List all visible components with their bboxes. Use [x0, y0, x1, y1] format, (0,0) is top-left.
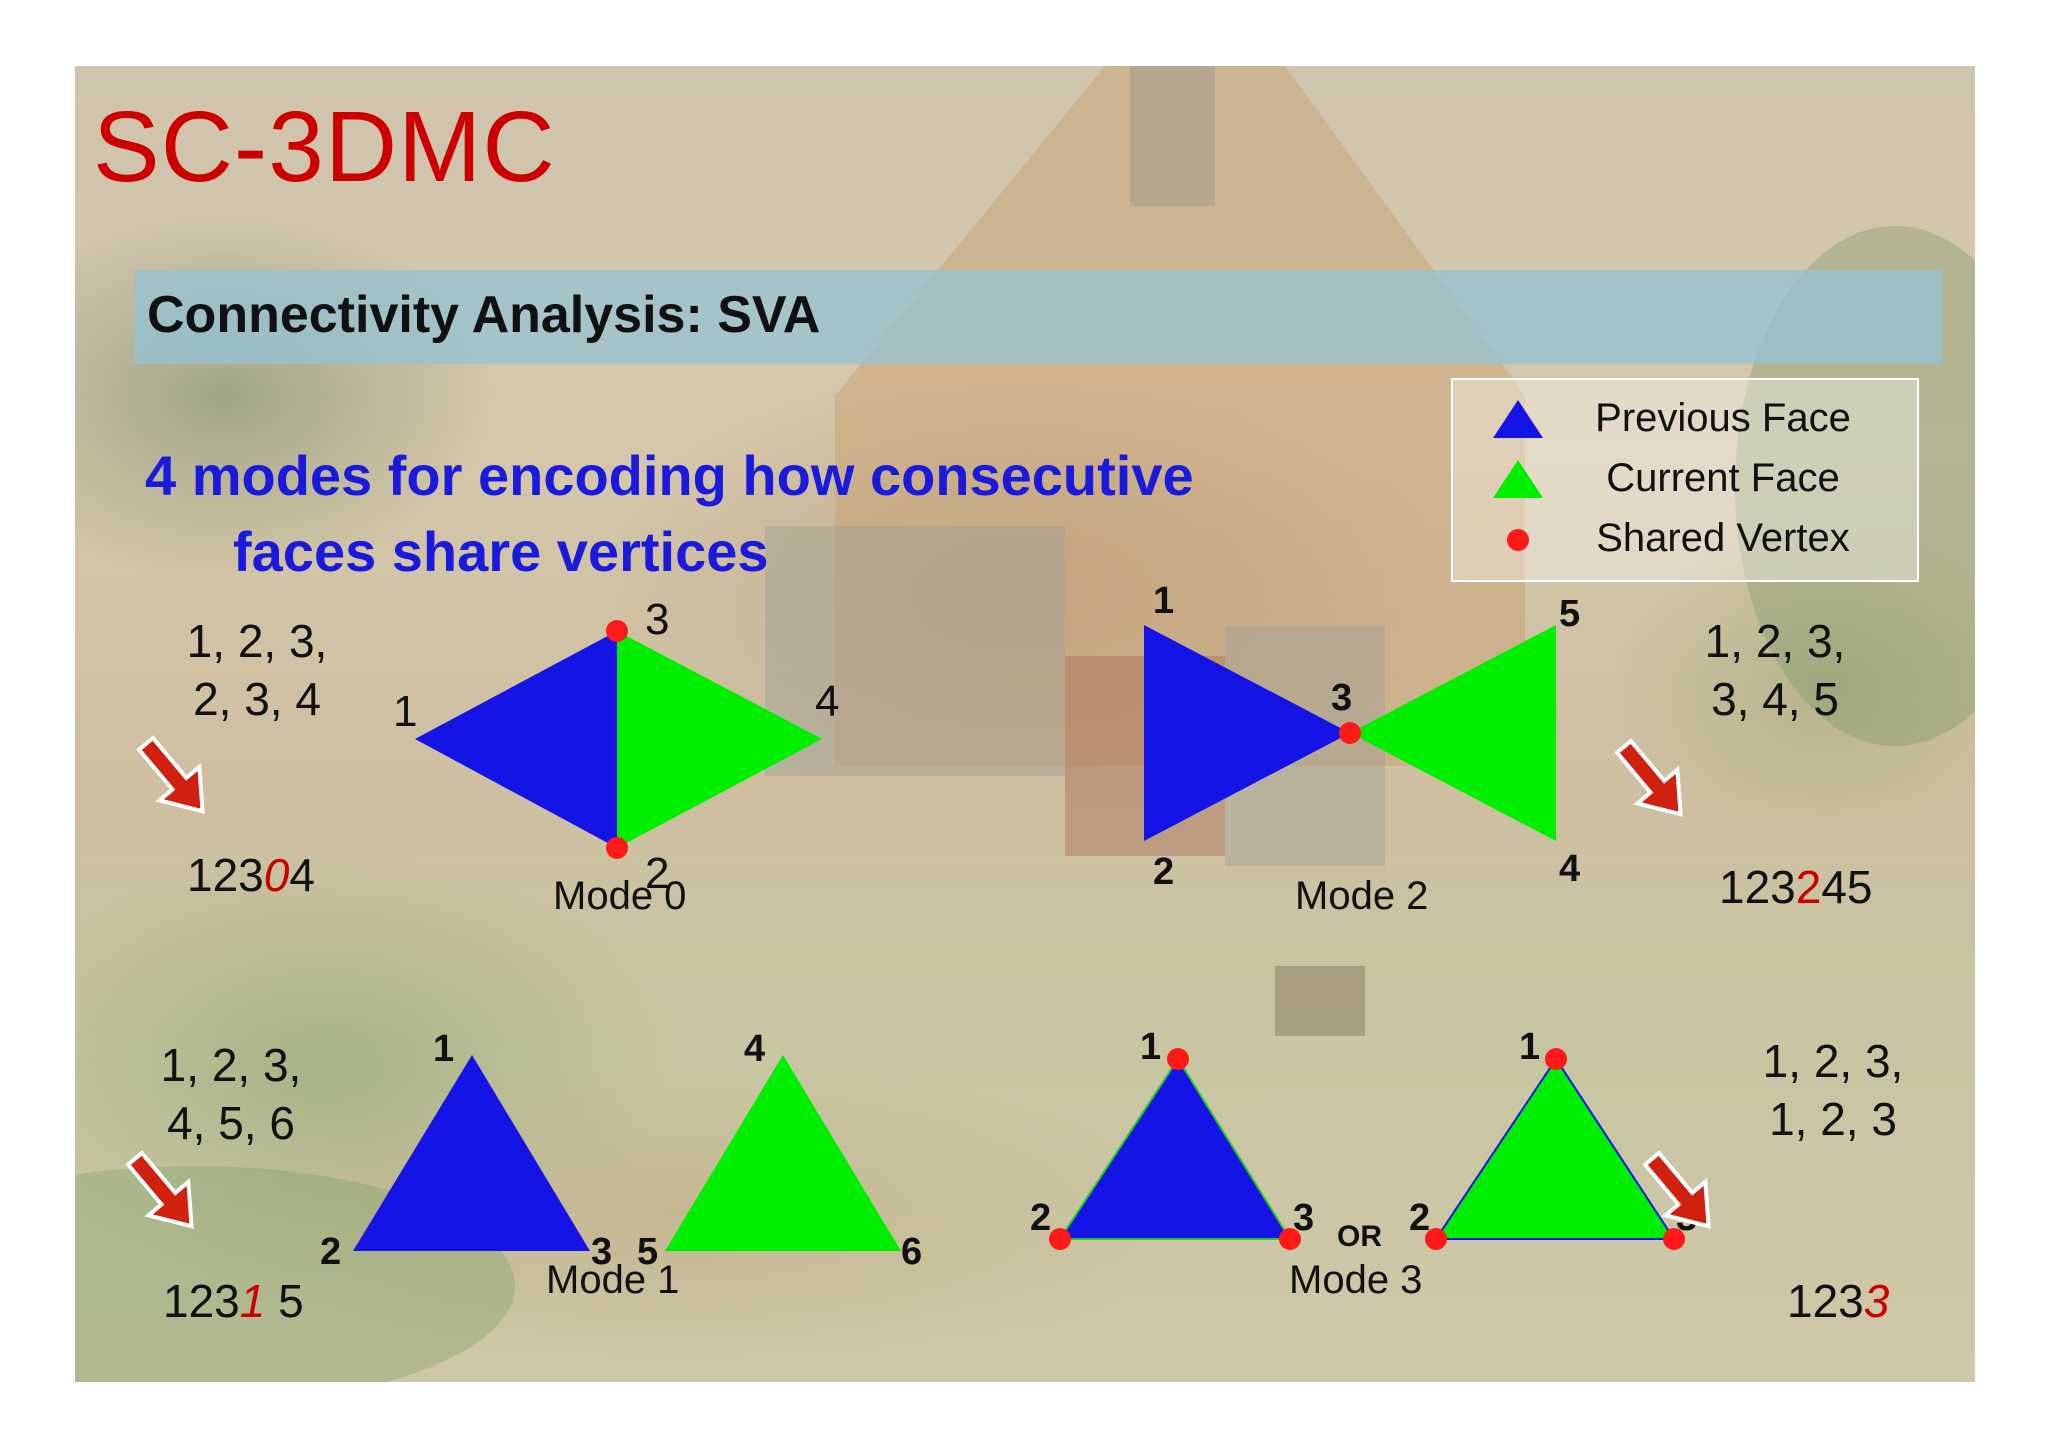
mode-1-sequence: 1, 2, 3, 4, 5, 6: [121, 1036, 341, 1152]
mode-2-vertex-1: 1: [1153, 580, 1174, 622]
section-banner-text: Connectivity Analysis: SVA: [147, 286, 821, 344]
legend-label-current-face: Current Face: [1606, 456, 1840, 500]
background-stone-wall-left: [765, 526, 1065, 776]
mode-1-vertex-2: 2: [320, 1231, 341, 1273]
background-barrel: [1275, 966, 1365, 1036]
mode-3-right-vertex-1: 1: [1519, 1026, 1540, 1068]
mode-3-label: Mode 3: [1289, 1258, 1422, 1302]
mode-1-vertex-3: 3: [591, 1231, 612, 1273]
mode-1-code: 1231 5: [163, 1274, 304, 1328]
mode-3-sequence-line-1: 1, 2, 3,: [1762, 1035, 1904, 1087]
legend-icons: [1493, 400, 1543, 551]
mode-2-shared-vertex-3: [1339, 722, 1361, 744]
mode-2-previous-face: [1144, 625, 1350, 841]
mode-0-arrow-icon: [124, 725, 225, 830]
mode-2-code-mode: 2: [1795, 861, 1822, 913]
mode-3-left-shared-vertex-1: [1167, 1048, 1189, 1070]
legend-label-shared-vertex: Shared Vertex: [1596, 516, 1850, 560]
mode-3-code: 1233: [1787, 1274, 1889, 1328]
mode-0-shared-vertex-3: [606, 620, 628, 642]
mode-0-diagram: 1 2 3 4 Mode 0: [393, 595, 839, 918]
mode-1-vertex-1: 1: [433, 1028, 454, 1070]
mode-3-right-shared-vertex-1: [1545, 1048, 1567, 1070]
mode-3-current-face: [1434, 1057, 1676, 1240]
mode-3-code-mode: 3: [1863, 1275, 1890, 1327]
mode-1-arrow-icon: [113, 1140, 214, 1245]
mode-3-left-vertex-1: 1: [1140, 1026, 1161, 1068]
background-roof: [835, 66, 1525, 766]
mode-0-current-face: [617, 631, 822, 848]
mode-0-vertex-4: 4: [815, 677, 839, 726]
mode-0-code-prefix: 123: [187, 849, 264, 901]
green-triangle-icon: [1493, 460, 1543, 498]
mode-2-code: 123245: [1719, 860, 1873, 914]
mode-0-code-mode: 0: [263, 849, 290, 901]
mode-0-code-suffix: 4: [289, 849, 315, 901]
mode-3-left-shared-vertex-3: [1279, 1228, 1301, 1250]
blue-triangle-icon: [1493, 400, 1543, 438]
subtitle-line-2: faces share vertices: [233, 520, 769, 583]
mode-1-vertex-5: 5: [637, 1231, 658, 1273]
mode-1-vertex-6: 6: [901, 1231, 922, 1273]
mode-2-code-suffix: 45: [1821, 861, 1873, 913]
mode-0-vertex-1: 1: [393, 687, 417, 736]
mode-3-left-shared-vertex-2: [1049, 1228, 1071, 1250]
mode-diagrams: 1 2 3 4 Mode 0 1 2 3 4 5 Mode 2 1 2 3 4 …: [113, 580, 1731, 1302]
subtitle: 4 modes for encoding how consecutive fac…: [145, 438, 1345, 590]
mode-1-code-suffix: 5: [265, 1275, 304, 1327]
mode-2-current-face: [1350, 625, 1556, 841]
mode-2-sequence-line-1: 1, 2, 3,: [1704, 615, 1846, 667]
mode-3-sequence: 1, 2, 3, 1, 2, 3: [1723, 1032, 1943, 1148]
mode-0-shared-vertex-2: [606, 837, 628, 859]
mode-3-left-vertex-3: 3: [1293, 1197, 1314, 1239]
subtitle-line-1: 4 modes for encoding how consecutive: [145, 444, 1194, 507]
mode-3-code-prefix: 123: [1787, 1275, 1864, 1327]
mode-1-previous-face: [353, 1055, 590, 1251]
mode-1-sequence-line-1: 1, 2, 3,: [160, 1039, 302, 1091]
mode-2-vertex-3: 3: [1331, 677, 1352, 719]
mode-2-code-prefix: 123: [1719, 861, 1796, 913]
mode-2-vertex-5: 5: [1559, 593, 1580, 635]
mode-1-sequence-line-2: 4, 5, 6: [167, 1097, 295, 1149]
mode-0-sequence: 1, 2, 3, 2, 3, 4: [147, 612, 367, 728]
mode-2-sequence: 1, 2, 3, 3, 4, 5: [1665, 612, 1885, 728]
mode-1-label: Mode 1: [546, 1258, 679, 1302]
mode-2-vertex-4: 4: [1559, 848, 1580, 890]
mode-1-vertex-4: 4: [744, 1028, 765, 1070]
mode-2-diagram: 1 2 3 4 5 Mode 2: [1144, 580, 1580, 918]
background-chimney: [1130, 66, 1215, 206]
mode-2-label: Mode 2: [1295, 874, 1428, 918]
mode-3-right-vertex-2: 2: [1409, 1197, 1430, 1239]
mode-3-previous-face: [1058, 1057, 1292, 1240]
mode-3-right-shared-vertex-3: [1663, 1228, 1685, 1250]
mode-0-sequence-line-2: 2, 3, 4: [193, 673, 321, 725]
mode-1-code-mode: 1: [239, 1275, 266, 1327]
mode-3-left-vertex-2: 2: [1030, 1197, 1051, 1239]
legend: Previous Face Current Face Shared Vertex: [1451, 378, 1919, 582]
red-dot-icon: [1507, 529, 1529, 551]
slide-title: SC-3DMC: [93, 91, 556, 203]
mode-1-code-prefix: 123: [163, 1275, 240, 1327]
mode-3-sequence-line-2: 1, 2, 3: [1769, 1093, 1897, 1145]
mode-2-vertex-2: 2: [1153, 851, 1174, 893]
mode-3-diagram: 1 2 3 OR 1 2 3 Mode 3: [1030, 1026, 1697, 1302]
mode-0-vertex-3: 3: [645, 595, 669, 644]
mode-3-right-shared-vertex-2: [1425, 1228, 1447, 1250]
mode-0-code: 12304: [187, 848, 315, 902]
mode-2-arrow-icon: [1602, 728, 1703, 833]
mode-0-sequence-line-1: 1, 2, 3,: [186, 615, 328, 667]
section-banner: [134, 270, 1942, 364]
mode-1-diagram: 1 2 3 4 5 6 Mode 1: [320, 1028, 922, 1302]
legend-label-previous-face: Previous Face: [1595, 396, 1851, 440]
mode-0-vertex-2: 2: [645, 849, 669, 898]
mode-2-sequence-line-2: 3, 4, 5: [1711, 673, 1839, 725]
slide: SC-3DMC Connectivity Analysis: SVA 4 mod…: [75, 66, 1975, 1382]
mode-0-previous-face: [415, 631, 617, 848]
mode-0-label: Mode 0: [553, 874, 686, 918]
mode-3-or-label: OR: [1337, 1220, 1382, 1253]
mode-1-current-face: [665, 1055, 901, 1251]
